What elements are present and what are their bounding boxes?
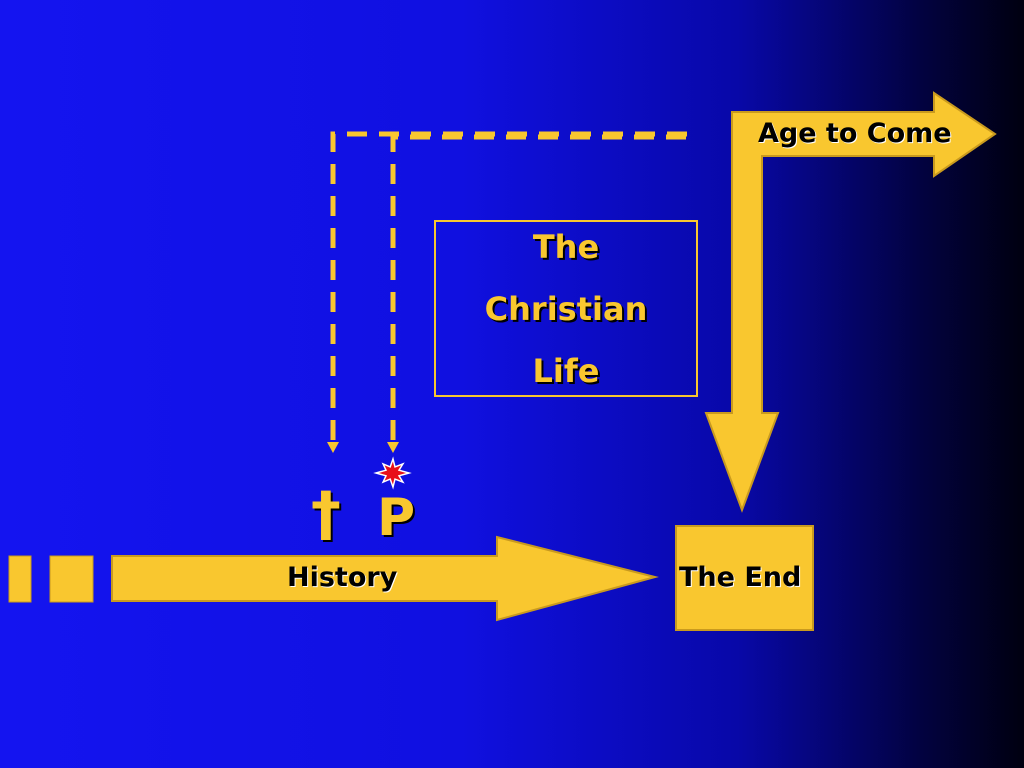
burst-icon: [373, 456, 412, 490]
the-end-label: The End: [679, 562, 802, 593]
p-symbol: P: [377, 488, 416, 548]
christian-life-line-1: The: [532, 227, 600, 266]
age-to-come-label: Age to Come: [758, 118, 952, 149]
christian-life-box: The Christian Life: [434, 220, 698, 397]
history-arrow: [111, 535, 659, 622]
the-end-box: [675, 525, 814, 631]
history-label: History: [287, 562, 398, 593]
cross-icon: †: [311, 479, 341, 549]
christian-life-line-3: Life: [532, 351, 600, 390]
christian-life-line-2: Christian: [484, 289, 648, 328]
dashed-arrowhead-cross: [327, 442, 339, 453]
dashed-line-p: [390, 134, 692, 440]
dashed-arrowhead-p: [387, 442, 399, 453]
history-dash-2: [49, 555, 94, 603]
age-to-come-arrow: [704, 91, 997, 513]
dashed-line-cross: [330, 131, 692, 440]
history-dash-1: [8, 555, 32, 603]
